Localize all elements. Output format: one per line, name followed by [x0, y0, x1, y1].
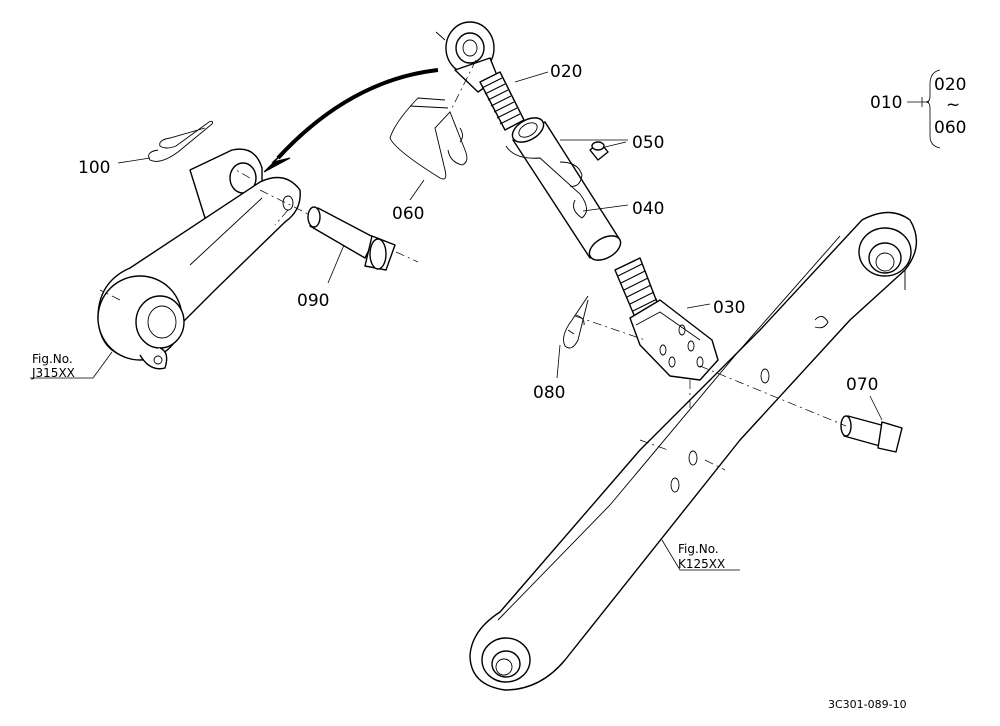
leader-lines [30, 71, 883, 571]
label-030: 030 [713, 298, 745, 318]
fig-ref-2-line1: Fig.No. [678, 542, 719, 556]
label-040: 040 [632, 199, 664, 219]
label-080: 080 [533, 383, 565, 403]
rod-end-020 [435, 21, 525, 131]
label-050: 050 [632, 133, 664, 153]
fig-ref-2-line2: K125XX [678, 557, 725, 571]
label-020: 020 [550, 62, 582, 82]
wire-clip-060 [389, 97, 468, 180]
lift-arm [97, 148, 301, 370]
clip-100 [148, 120, 214, 162]
lower-link-arm [469, 211, 918, 691]
label-010: 010 [870, 93, 902, 113]
turnbuckle-040 [505, 117, 622, 261]
grease-fitting-050 [589, 141, 609, 161]
fig-ref-1-line2: J315XX [31, 366, 75, 380]
drawing-code: 3C301-089-10 [828, 698, 907, 711]
clevis-030 [614, 257, 719, 381]
range-from-label: 020 [934, 75, 966, 95]
range-to-label: 060 [934, 118, 966, 138]
pin-090 [307, 206, 396, 271]
label-090: 090 [297, 291, 329, 311]
label-100: 100 [78, 158, 110, 178]
pin-070 [840, 415, 903, 453]
label-070: 070 [846, 375, 878, 395]
part-labels: 020 050 040 030 060 090 100 080 070 [78, 62, 878, 403]
fig-ref-k125xx: Fig.No. K125XX [678, 542, 725, 571]
assembly-arrow [263, 68, 439, 173]
range-tilde: ~ [946, 95, 960, 115]
fig-ref-1-line1: Fig.No. [32, 352, 73, 366]
centerlines [99, 59, 847, 471]
assembly-range-bracket: 010 020 ~ 060 [870, 69, 966, 149]
clip-080 [563, 295, 589, 349]
label-060: 060 [392, 204, 424, 224]
fig-ref-j315xx: Fig.No. J315XX [31, 352, 75, 380]
